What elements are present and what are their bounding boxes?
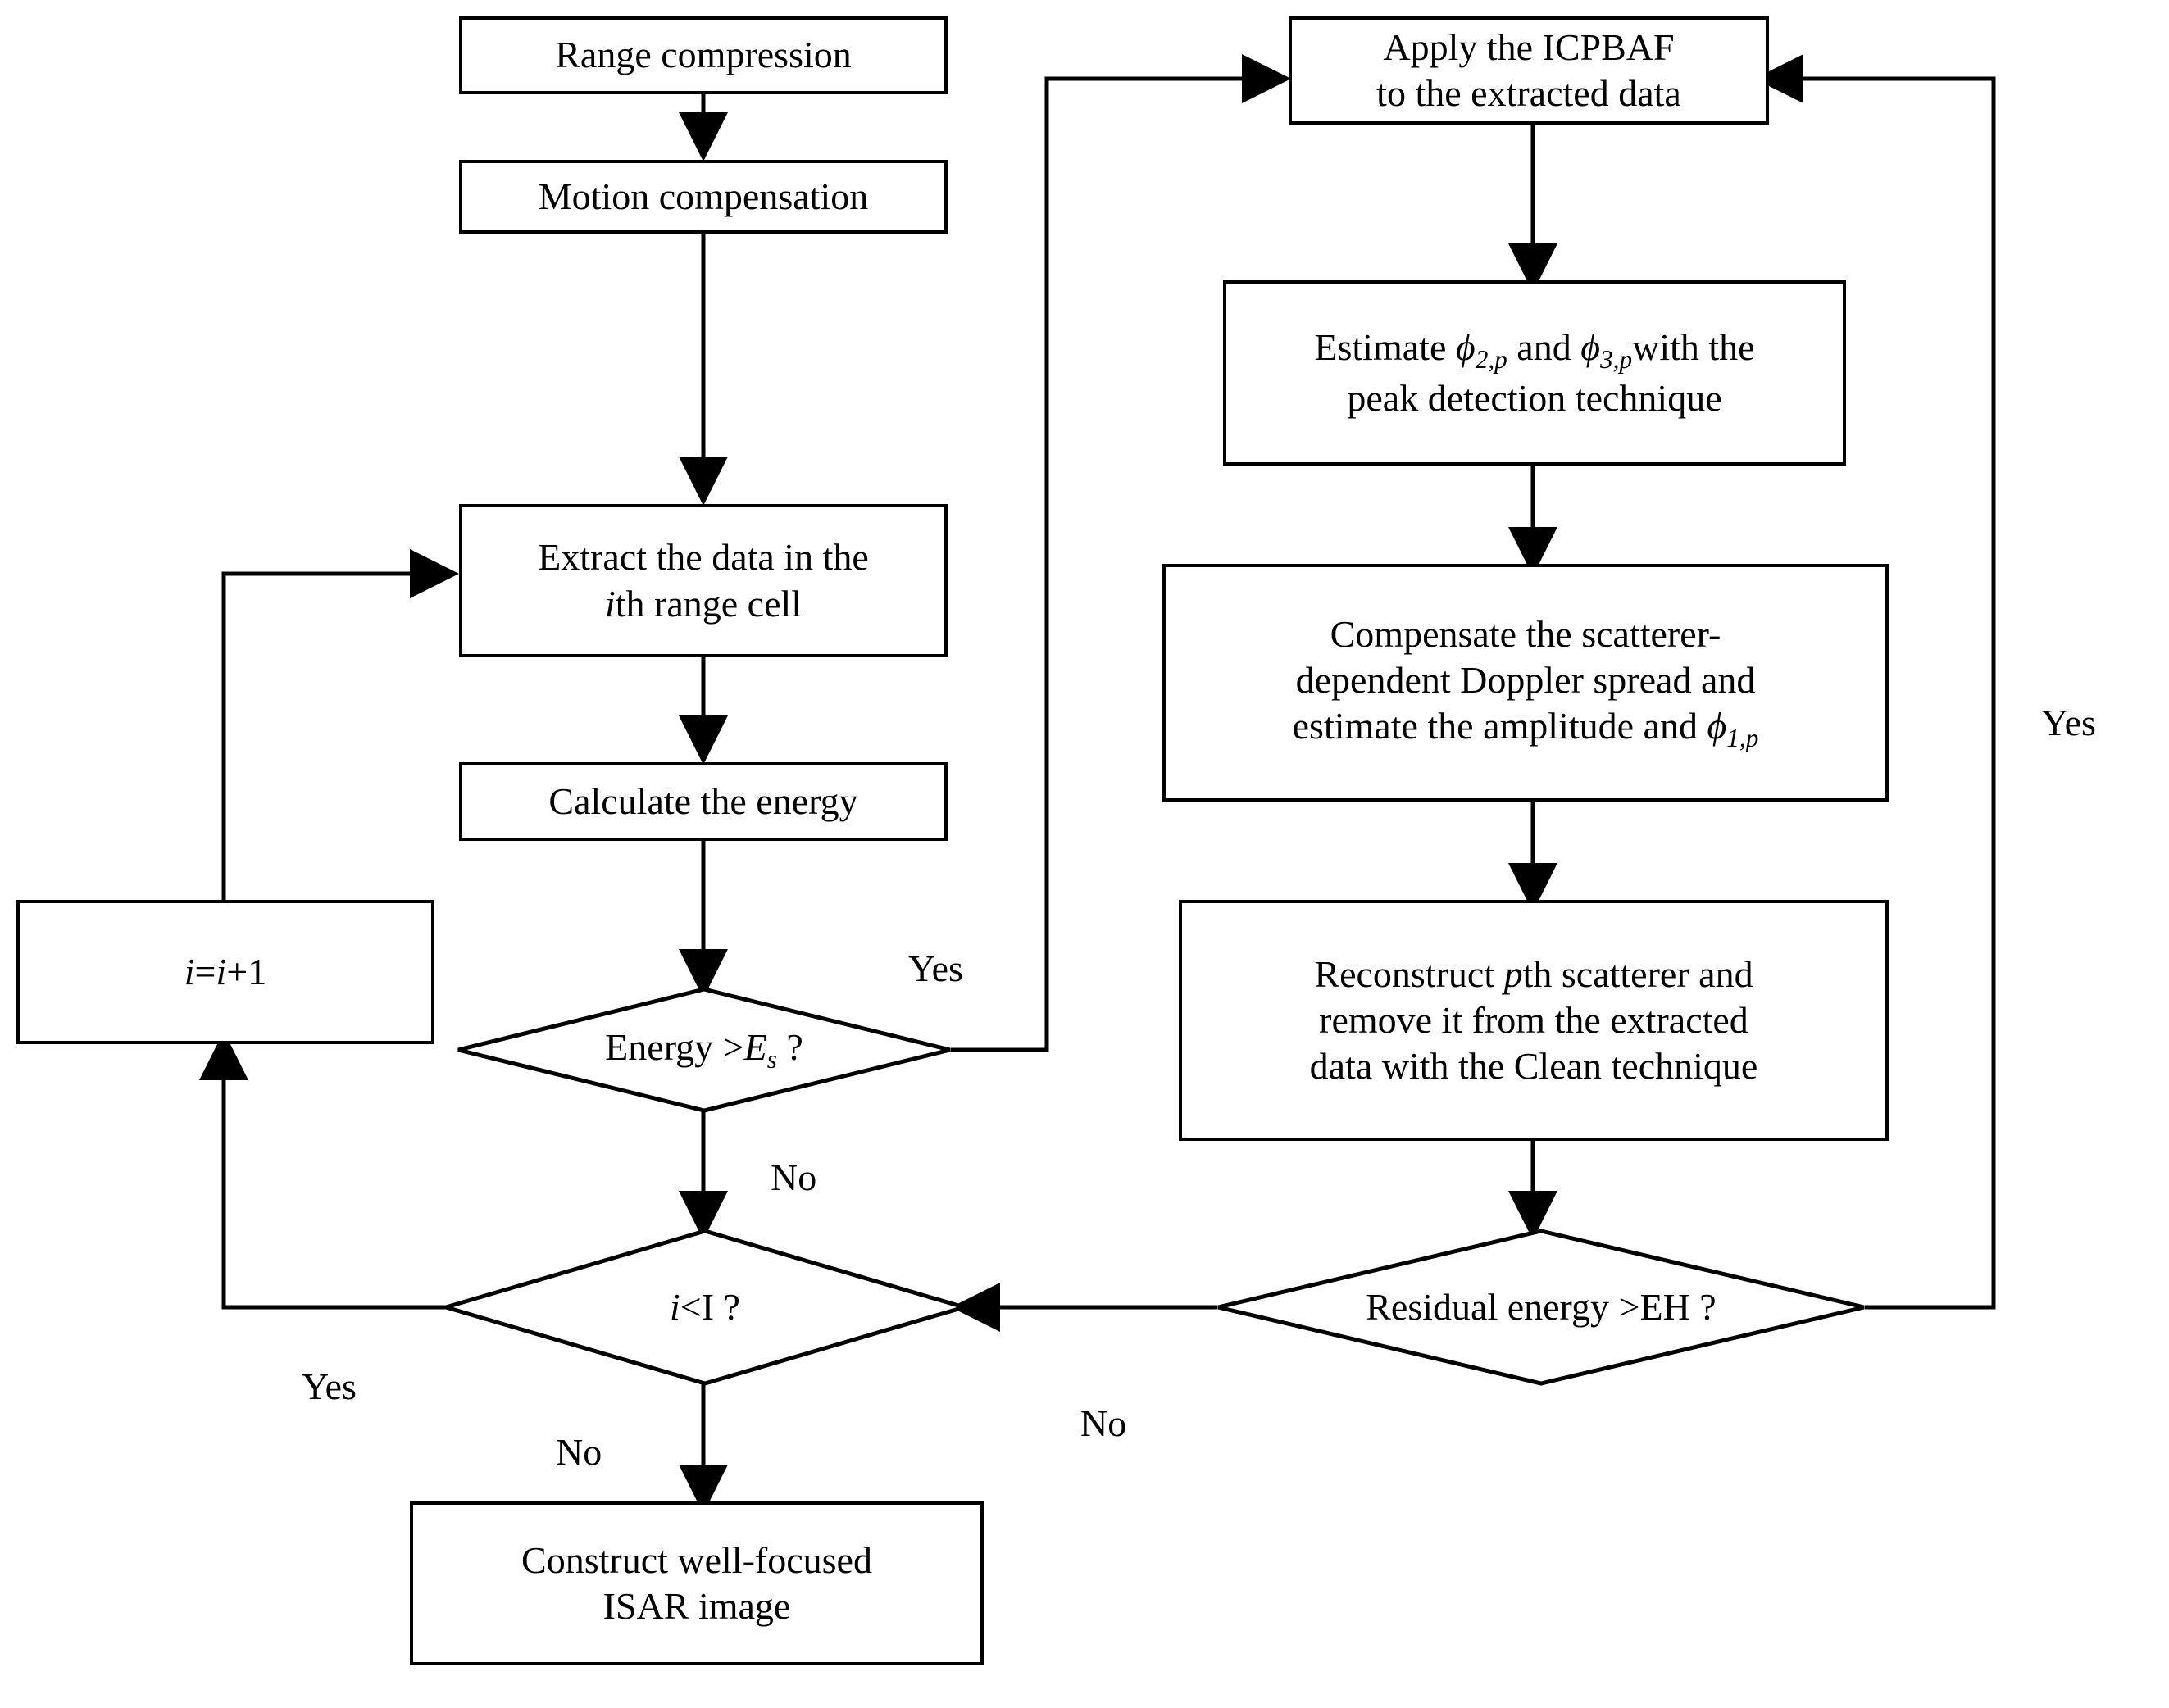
decision-i-less-than-I[interactable]: i<I ? (443, 1228, 967, 1387)
phi-1-subscript: 1,p (1726, 724, 1759, 753)
residual-decision-text: Residual energy >EH ? (1366, 1286, 1717, 1329)
construct-line-1: Construct well-focused (521, 1538, 872, 1581)
reconstruct-line-1-post: th scatterer and (1522, 952, 1753, 995)
reconstruct-line-2: remove it from the extracted (1319, 998, 1748, 1041)
phi-2-symbol: ϕ (1455, 325, 1476, 368)
node-estimate-phases[interactable]: Estimate ϕ2,p and ϕ3,pwith the peak dete… (1223, 280, 1846, 466)
node-construct-isar-image[interactable]: Construct well-focused ISAR image (410, 1501, 984, 1665)
node-reconstruct-scatterer[interactable]: Reconstruct pth scatterer and remove it … (1179, 900, 1889, 1141)
reconstruct-prefix: Reconstruct (1314, 952, 1504, 995)
extract-line-1: Extract the data in the (538, 536, 869, 579)
reconstruct-line-3: data with the Clean technique (1309, 1045, 1758, 1088)
decision-residual-energy-shape (1217, 1229, 1865, 1386)
node-compensate-doppler-label: Compensate the scatterer- dependent Dopp… (1293, 611, 1759, 755)
edge-label-residual-yes: Yes (2041, 702, 2096, 743)
edge-label-residual-no: No (1080, 1402, 1127, 1444)
compensate-line-2: dependent Doppler spread and (1295, 658, 1756, 701)
node-apply-icpbaf[interactable]: Apply the ICPBAF to the extracted data (1289, 16, 1769, 125)
node-increment-i-label: i=i+1 (184, 949, 266, 995)
estimate-line-2: peak detection technique (1347, 377, 1722, 420)
decision-energy-threshold-label: Energy >Es ? (455, 986, 953, 1114)
edge-label-i-loop-no: No (556, 1431, 602, 1473)
estimate-suffix: with the (1632, 325, 1755, 368)
increment-var-b: i (216, 950, 227, 993)
node-extract-data-label: Extract the data in the ith range cell (538, 534, 869, 626)
energy-decision-prefix: Energy > (605, 1026, 744, 1069)
construct-line-2: ISAR image (602, 1585, 791, 1627)
node-reconstruct-scatterer-label: Reconstruct pth scatterer and remove it … (1310, 952, 1758, 1089)
extract-var-i: i (604, 582, 616, 625)
node-range-compression[interactable]: Range compression (459, 16, 948, 94)
node-extract-data[interactable]: Extract the data in the ith range cell (459, 504, 948, 657)
compensate-line-1: Compensate the scatterer- (1330, 612, 1721, 655)
reconstruct-var-p: p (1503, 952, 1523, 995)
node-estimate-phases-label: Estimate ϕ2,p and ϕ3,pwith the peak dete… (1314, 325, 1754, 421)
estimate-prefix: Estimate (1314, 325, 1456, 368)
node-increment-i[interactable]: i=i+1 (16, 900, 434, 1044)
decision-energy-threshold[interactable]: Energy >Es ? (455, 986, 953, 1114)
phi-3-subscript: 3,p (1600, 344, 1633, 374)
decision-residual-energy[interactable]: Residual energy >EH ? (1215, 1228, 1867, 1387)
decision-i-less-than-I-label: i<I ? (443, 1228, 967, 1387)
decision-energy-threshold-shape (457, 987, 951, 1113)
i-lt-I-var: i (670, 1286, 680, 1329)
phi-1-symbol: ϕ (1707, 704, 1727, 747)
node-apply-icpbaf-label: Apply the ICPBAF to the extracted data (1376, 25, 1681, 116)
energy-decision-suffix: ? (776, 1026, 803, 1069)
node-motion-compensation[interactable]: Motion compensation (459, 160, 948, 234)
compensate-line-3: estimate the amplitude and (1292, 704, 1707, 747)
icpbaf-line-2: to the extracted data (1376, 72, 1681, 114)
node-calculate-energy-label: Calculate the energy (548, 779, 858, 822)
i-lt-I-rest: <I ? (680, 1286, 740, 1329)
node-motion-compensation-label: Motion compensation (538, 175, 869, 217)
node-compensate-doppler[interactable]: Compensate the scatterer- dependent Dopp… (1162, 564, 1889, 802)
edge-label-i-loop-yes: Yes (302, 1365, 357, 1407)
edge-label-energy-no: No (771, 1156, 817, 1198)
increment-var-a: i (184, 950, 195, 993)
decision-i-less-than-I-shape (443, 1229, 967, 1386)
energy-decision-symbol: E (743, 1026, 767, 1069)
energy-decision-subscript: s (766, 1045, 777, 1074)
node-range-compression-label: Range compression (555, 34, 852, 76)
estimate-conjunction: and (1507, 325, 1581, 368)
node-calculate-energy[interactable]: Calculate the energy (459, 762, 948, 841)
edge-label-energy-yes: Yes (908, 947, 963, 989)
icpbaf-line-1: Apply the ICPBAF (1383, 25, 1675, 68)
phi-3-symbol: ϕ (1580, 325, 1601, 368)
extract-line-2: th range cell (615, 582, 803, 625)
node-construct-isar-image-label: Construct well-focused ISAR image (521, 1538, 872, 1629)
phi-2-subscript: 2,p (1475, 344, 1507, 374)
increment-eq: = (194, 950, 216, 993)
decision-residual-energy-label: Residual energy >EH ? (1215, 1228, 1867, 1387)
increment-plus-one: +1 (226, 950, 267, 993)
